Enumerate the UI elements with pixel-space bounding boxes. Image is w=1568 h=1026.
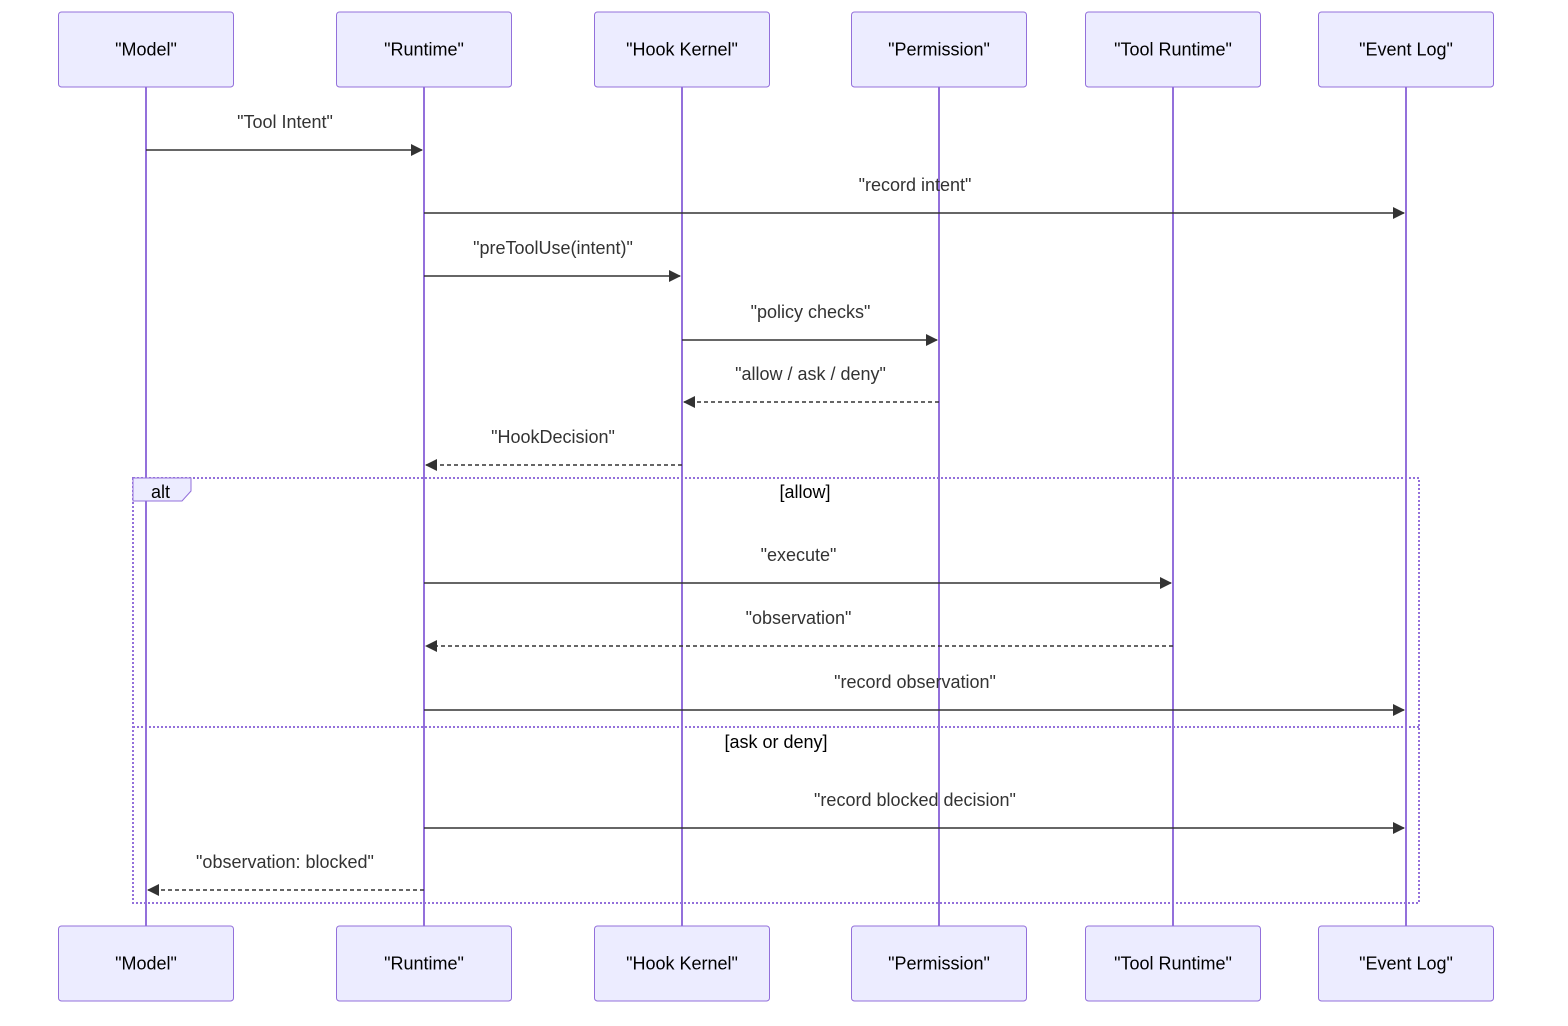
actors: "Model" "Model" "Runtime" "Runtime" "Hook Ke… xyxy=(58,11,1494,1002)
actor-permission-bottom: "Permission" xyxy=(851,925,1027,1002)
message-label: "HookDecision" xyxy=(491,427,615,447)
actor-label: "Runtime" xyxy=(384,40,464,60)
actor-tool-runtime-top: "Tool Runtime" xyxy=(1085,11,1261,88)
actor-box xyxy=(1318,11,1494,88)
message-5: "allow / ask / deny" xyxy=(683,364,939,408)
actor-runtime-bottom: "Runtime" xyxy=(336,925,512,1002)
message-11: "observation: blocked" xyxy=(147,852,424,896)
message-label: "record intent" xyxy=(859,175,972,195)
message-label: "record blocked decision" xyxy=(814,790,1016,810)
message-9: "record observation" xyxy=(424,672,1405,716)
actor-tool-runtime-bottom: "Tool Runtime" xyxy=(1085,925,1261,1002)
actor-box xyxy=(594,11,770,88)
actor-box xyxy=(336,11,512,88)
actor-event-log-top: "Event Log" xyxy=(1318,11,1494,88)
messages: "Tool Intent" "record intent" "preToolUse(… xyxy=(146,112,1405,896)
actor-model-bottom: "Model" xyxy=(58,925,234,1002)
actor-permission-top: "Permission" xyxy=(851,11,1027,88)
message-label: "observation" xyxy=(746,608,852,628)
alt-frame-tab xyxy=(132,477,192,502)
message-4: "policy checks" xyxy=(682,302,938,346)
actor-model-top: "Model" xyxy=(58,11,234,88)
message-label: "Tool Intent" xyxy=(237,112,333,132)
actor-box xyxy=(336,925,512,1002)
actor-event-log-bottom: "Event Log" xyxy=(1318,925,1494,1002)
alt-frame: alt [allow] [ask or deny] xyxy=(132,477,1420,904)
message-3: "preToolUse(intent)" xyxy=(424,238,681,282)
actor-label: "Model" xyxy=(115,40,177,60)
message-6: "HookDecision" xyxy=(425,427,682,471)
actor-box xyxy=(58,925,234,1002)
alt-keyword: alt xyxy=(151,482,170,502)
actor-box xyxy=(1085,11,1261,88)
actor-box xyxy=(1085,925,1261,1002)
actor-box xyxy=(58,11,234,88)
message-7: "execute" xyxy=(424,545,1172,589)
actor-label: "Event Log" xyxy=(1359,954,1453,974)
actor-box xyxy=(1318,925,1494,1002)
actor-runtime-top: "Runtime" xyxy=(336,11,512,88)
message-label: "record observation" xyxy=(834,672,996,692)
message-label: "allow / ask / deny" xyxy=(735,364,886,384)
message-label: "observation: blocked" xyxy=(196,852,374,872)
actor-label: "Tool Runtime" xyxy=(1114,40,1232,60)
actor-label: "Permission" xyxy=(888,954,990,974)
actor-hook-kernel-bottom: "Hook Kernel" xyxy=(594,925,770,1002)
actor-hook-kernel-top: "Hook Kernel" xyxy=(594,11,770,88)
message-10: "record blocked decision" xyxy=(424,790,1405,834)
actor-box xyxy=(851,925,1027,1002)
alt-condition-ask-or-deny: [ask or deny] xyxy=(724,732,827,752)
message-label: "execute" xyxy=(761,545,837,565)
message-2: "record intent" xyxy=(424,175,1405,219)
actor-label: "Hook Kernel" xyxy=(626,954,738,974)
actor-label: "Model" xyxy=(115,954,177,974)
actor-box xyxy=(594,925,770,1002)
actor-label: "Tool Runtime" xyxy=(1114,954,1232,974)
message-label: "policy checks" xyxy=(751,302,871,322)
alt-condition-allow: [allow] xyxy=(779,482,830,502)
actor-label: "Permission" xyxy=(888,40,990,60)
actor-box xyxy=(851,11,1027,88)
message-8: "observation" xyxy=(425,608,1173,652)
lifelines xyxy=(145,87,1407,926)
actor-label: "Event Log" xyxy=(1359,40,1453,60)
alt-frame-border xyxy=(132,477,1420,904)
message-1: "Tool Intent" xyxy=(146,112,423,156)
actor-label: "Hook Kernel" xyxy=(626,40,738,60)
actor-label: "Runtime" xyxy=(384,954,464,974)
message-label: "preToolUse(intent)" xyxy=(473,238,633,258)
